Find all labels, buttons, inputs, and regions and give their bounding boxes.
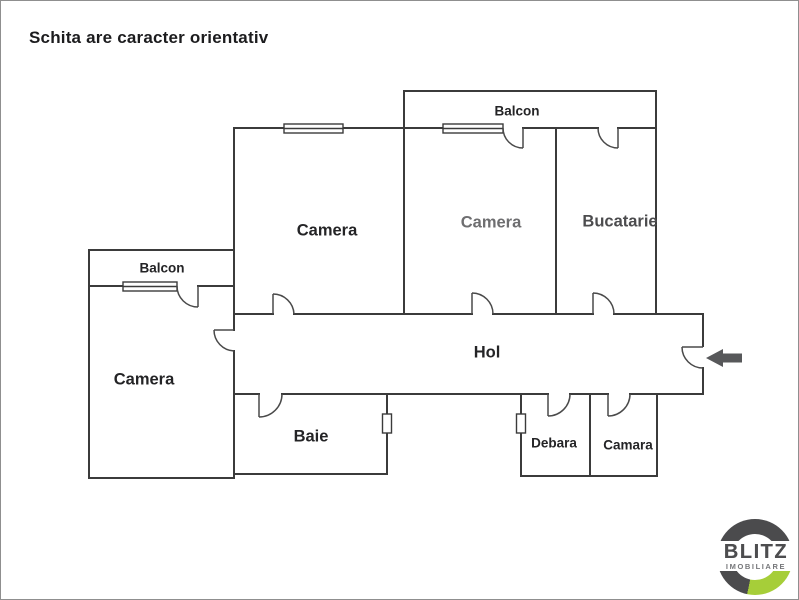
entrance-arrow-icon [706, 349, 742, 367]
room-label-balcon-left: Balcon [139, 260, 185, 276]
door-camera-left-hol-icon [213, 329, 235, 352]
logo-sub-text: IMOBILIARE [725, 561, 787, 571]
room-label-camara: Camara [603, 437, 653, 453]
wall-balcony-left [88, 249, 235, 479]
room-label-baie: Baie [293, 427, 329, 446]
door-bucatarie-hol-icon [592, 292, 615, 315]
logo-brand-text: BLITZ [723, 540, 789, 563]
room-label-camera-top-left: Camera [296, 221, 358, 240]
room-label-camera-top-mid: Camera [460, 213, 522, 232]
windows [122, 123, 527, 434]
door-camara-icon [607, 393, 631, 417]
doors [176, 127, 704, 418]
window-balcony-left-icon [122, 281, 178, 292]
room-label-balcon-top: Balcon [494, 103, 540, 119]
wall-balcony-top-outline [403, 90, 657, 129]
door-balcony-bucatarie-icon [597, 127, 619, 149]
wall-baie [233, 393, 388, 475]
room-label-camera-left: Camera [113, 370, 175, 389]
window-camera1-icon [283, 123, 344, 134]
room-label-bucatarie: Bucatarie [582, 212, 658, 231]
wall-room-dividers [403, 127, 657, 315]
door-camera2-hol-icon [471, 292, 494, 315]
door-entrance-icon [681, 346, 704, 369]
wall-debara-camara [520, 393, 658, 477]
wall-vent-debara-icon [515, 413, 527, 434]
disclaimer-note: Schita are caracter orientativ [29, 28, 269, 47]
door-camera1-hol-icon [272, 293, 295, 315]
door-balcony-camera2-icon [502, 127, 524, 149]
room-label-hol: Hol [473, 343, 501, 362]
door-baie-icon [258, 393, 283, 418]
window-balcony-top-icon [442, 123, 504, 134]
door-balcony-camera-left-icon [176, 285, 199, 308]
room-label-debara: Debara [531, 435, 577, 451]
wall-vent-baie-icon [381, 413, 393, 434]
walls [88, 90, 704, 479]
logo-text-band: BLITZ IMOBILIARE [713, 540, 798, 571]
blitz-logo: BLITZ IMOBILIARE [713, 517, 798, 599]
door-debara-icon [547, 393, 571, 417]
